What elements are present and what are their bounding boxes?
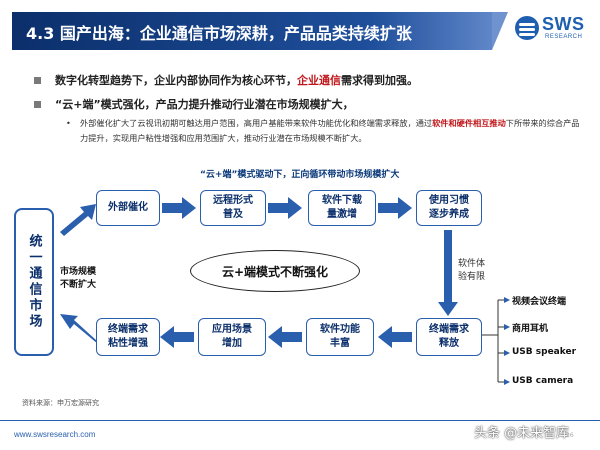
device-usb-camera: USB camera (512, 376, 574, 386)
market-growth-label: 市场规模 不断扩大 (60, 267, 97, 290)
box-label: 使用习惯 逐步养成 (429, 195, 469, 220)
center-box-label: 统一通信市场 (26, 234, 42, 330)
sws-logo: SWS RESEARCH (515, 14, 595, 46)
slide-header: 4.3 国产出海：企业通信市场深耕，产品品类持续扩张 SWS RESEARCH (0, 0, 600, 58)
box-software-downloads: 软件下载 量激增 (308, 190, 376, 226)
block-arrow-3 (378, 197, 412, 219)
cloud-terminal-oval: 云+端模式不断强化 (190, 250, 360, 292)
box-label: 软件功能 丰富 (320, 324, 360, 349)
watermark-text: 头条 @未来智库 (474, 426, 570, 441)
box-terminal-stickiness: 终端需求 粘性增强 (96, 318, 160, 356)
box-label: 应用场景 增加 (212, 324, 252, 349)
footer-url-link[interactable]: www.swsresearch.com (14, 430, 96, 439)
block-arrow-2 (268, 197, 302, 219)
box-remote-adoption: 远程形式 普及 (200, 190, 266, 226)
sub-bullet-paragraph: • 外部催化扩大了云视讯初期可触达用户范围，高用户基能带来软件功能优化和终端需求… (66, 116, 580, 146)
oval-label: 云+端模式不断强化 (221, 264, 329, 279)
device-business-headset: 商用耳机 (512, 324, 549, 334)
sub-bullet-highlight: 软件和硬件相互推动 (432, 118, 506, 128)
logo-mark-icon (515, 16, 539, 40)
block-arrow-4 (378, 326, 412, 348)
box-label: 远程形式 普及 (213, 195, 253, 220)
device-brace-lines (480, 297, 510, 385)
block-arrow-1 (162, 197, 196, 219)
device-video-conference: 视频会议终端 (512, 297, 567, 307)
diagram-title: “云+端”模式驱动下，正向循环带动市场规模扩大 (200, 170, 400, 180)
box-label: 终端需求 粘性增强 (108, 324, 148, 349)
bullet-text: “云+端”模式强化，产品力提升推动行业潜在市场规模扩大， (55, 98, 354, 111)
block-arrow-5 (268, 326, 302, 348)
bullet-text-end: 需求得到加强。 (341, 74, 418, 87)
logo-text: SWS (542, 14, 585, 34)
bullet-text: 数字化转型趋势下，企业内部协同作为核心环节， (55, 74, 297, 87)
sub-bullet-text: 外部催化扩大了云视讯初期可触达用户范围，高用户基能带来软件功能优化和终端需求释放… (80, 118, 433, 128)
footer-divider (0, 420, 600, 421)
bottom-row-block-arrows (160, 326, 412, 348)
sub-bullet-text-end: 下所带来的综合产品力提升，实现用户粘性增强和应用范围扩大，推动行业潜在市场规模不… (80, 118, 580, 143)
source-note: 资料来源：申万宏源研究 (22, 399, 99, 407)
bullet-cloud-terminal: “云+端”模式强化，产品力提升推动行业潜在市场规模扩大， (34, 96, 354, 112)
diagonal-up-arrow (60, 204, 96, 236)
top-row-block-arrows (162, 197, 412, 219)
logo-subtext: RESEARCH (545, 34, 583, 40)
page-number: 26 (566, 432, 574, 439)
box-software-features: 软件功能 丰富 (306, 318, 374, 356)
bullet-digital-transformation: 数字化转型趋势下，企业内部协同作为核心环节，企业通信需求得到加强。 (34, 72, 418, 88)
box-application-scenarios: 应用场景 增加 (198, 318, 266, 356)
title-banner (12, 12, 508, 50)
box-external-catalyst: 外部催化 (96, 190, 160, 226)
software-experience-label: 软件体 验有限 (458, 259, 486, 282)
square-bullet-icon (34, 100, 41, 108)
box-habit-formation: 使用习惯 逐步养成 (416, 190, 482, 226)
bullet-highlight: 企业通信 (297, 74, 341, 87)
box-terminal-demand-release: 终端需求 释放 (416, 318, 482, 356)
page-title: 4.3 国产出海：企业通信市场深耕，产品品类持续扩张 (26, 24, 412, 43)
diagonal-down-arrow (60, 314, 98, 344)
down-block-arrow (438, 230, 458, 316)
box-label: 终端需求 释放 (429, 324, 469, 349)
square-bullet-icon (34, 76, 41, 84)
unified-communication-market-box: 统一通信市场 (14, 208, 54, 356)
device-usb-speaker: USB speaker (512, 347, 577, 357)
box-label: 外部催化 (108, 202, 148, 213)
block-arrow-6 (160, 326, 194, 348)
dot-bullet-icon: • (66, 118, 71, 128)
box-label: 软件下载 量激增 (322, 195, 362, 220)
